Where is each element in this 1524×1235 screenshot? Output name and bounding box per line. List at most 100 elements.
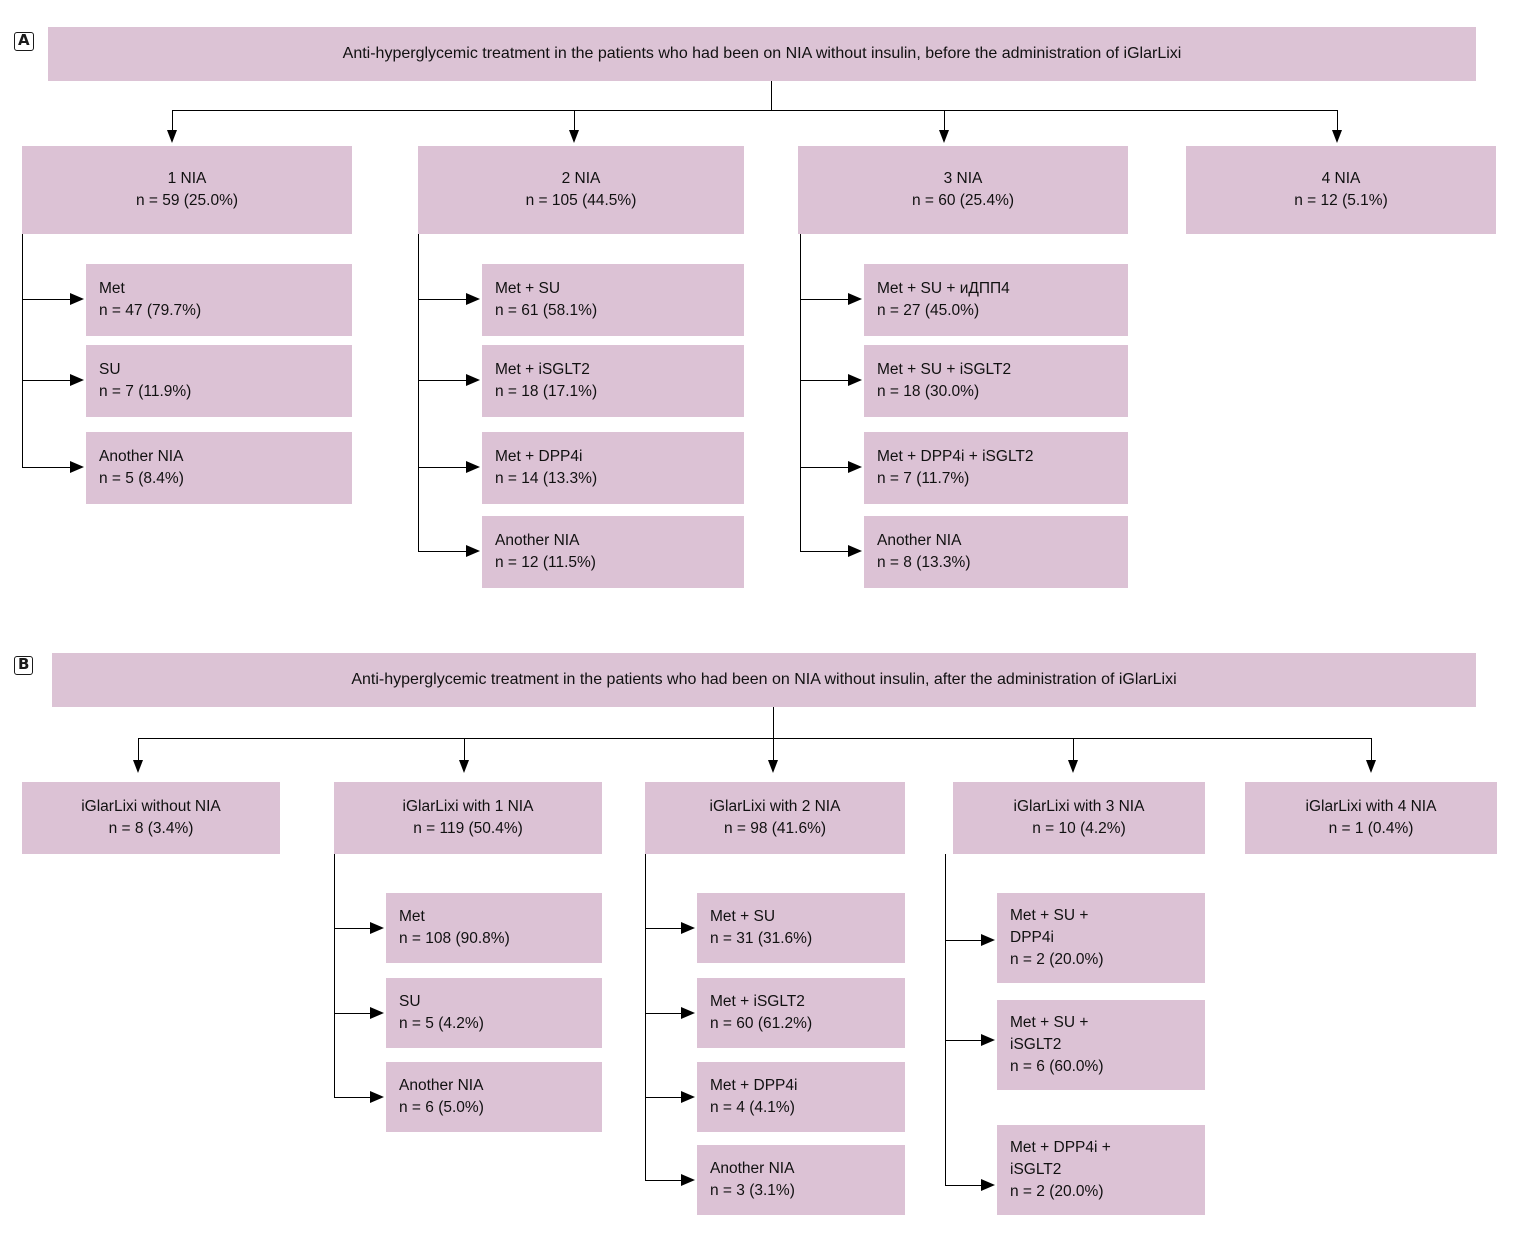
arrow-right-icon-b2-1 [370,922,384,934]
arrow-down-icon-b4 [1068,760,1078,773]
leaf-count: n = 3 (3.1%) [710,1182,795,1199]
leaf-label: Met + DPP4i + iSGLT2 [877,448,1034,465]
panel-letter-b: B [14,652,34,675]
arrow-right-icon-a3-1 [848,293,862,305]
arrow-right-icon-b2-3 [370,1091,384,1103]
connector-b-bus [138,738,1372,740]
leaf-count: n = 6 (5.0%) [399,1099,484,1116]
arrow-right-icon-b3-1 [681,922,695,934]
group-count: n = 105 (44.5%) [525,192,637,209]
panel-a-leaf-a3-4: Another NIA n = 8 (13.3%) [864,516,1128,588]
arrow-right-icon-b2-2 [370,1007,384,1019]
arrow-right-icon-b4-3 [981,1179,995,1191]
arrow-down-icon-b2 [459,760,469,773]
leaf-count: n = 2 (20.0%) [1010,1183,1104,1200]
panel-b-header-box: Anti-hyperglycemic treatment in the pati… [52,653,1476,707]
panel-b-group-without-nia: iGlarLixi without NIA n = 8 (3.4%) [22,782,280,854]
panel-a-header-box: Anti-hyperglycemic treatment in the pati… [48,27,1476,81]
panel-a-group-1-nia: 1 NIA n = 59 (25.0%) [22,146,352,234]
arrow-right-icon-a2-2 [466,374,480,386]
panel-b-leaf-b3-4: Another NIA n = 3 (3.1%) [697,1145,905,1215]
leaf-label: Met + SU + iSGLT2 [877,361,1012,378]
arrow-down-icon-a1 [167,130,177,143]
leaf-label: SU [99,361,121,378]
panel-a-leaf-a1-1: Met n = 47 (79.7%) [86,264,352,336]
panel-b-leaf-b3-2: Met + iSGLT2 n = 60 (61.2%) [697,978,905,1048]
leaf-count: n = 18 (17.1%) [495,383,598,400]
panel-b-group-4-nia: iGlarLixi with 4 NIA n = 1 (0.4%) [1245,782,1497,854]
leaf-label: SU [399,993,421,1010]
connector-b4-branch-2 [945,1040,985,1042]
leaf-label: Met + iSGLT2 [495,361,590,378]
connector-a1-branch-2 [22,380,74,382]
connector-a2-branch-1 [418,299,470,301]
leaf-label: Met + SU [495,280,561,297]
arrow-right-icon-b4-2 [981,1034,995,1046]
connector-b4-branch-1 [945,940,985,942]
group-count: n = 1 (0.4%) [1328,820,1414,837]
panel-letter-a-label: A [14,32,34,51]
arrow-right-icon-a3-4 [848,545,862,557]
group-title: 1 NIA [167,170,207,187]
group-count: n = 119 (50.4%) [413,820,523,837]
leaf-label: Met + iSGLT2 [710,993,805,1010]
connector-b2-branch-2 [334,1013,374,1015]
group-title: iGlarLixi with 1 NIA [402,798,534,815]
leaf-count: n = 31 (31.6%) [710,930,813,947]
group-count: n = 8 (3.4%) [108,820,194,837]
leaf-label: Met [99,280,125,297]
panel-b-header-text: Anti-hyperglycemic treatment in the pati… [351,670,1177,688]
panel-a-leaf-a2-4: Another NIA n = 12 (11.5%) [482,516,744,588]
connector-b3-branch-3 [645,1097,685,1099]
connector-b3-spine [645,854,647,1181]
panel-a-group-2-nia: 2 NIA n = 105 (44.5%) [418,146,744,234]
panel-a-leaf-a3-2: Met + SU + iSGLT2 n = 18 (30.0%) [864,345,1128,417]
leaf-count: n = 2 (20.0%) [1010,951,1104,968]
connector-a1-spine [22,234,24,468]
connector-a1-branch-3 [22,467,74,469]
arrow-right-icon-a2-4 [466,545,480,557]
group-count: n = 10 (4.2%) [1032,820,1126,837]
panel-letter-b-label: B [14,656,34,675]
connector-b4-spine [945,854,947,1186]
panel-a-leaf-a3-1: Met + SU + иДПП4 n = 27 (45.0%) [864,264,1128,336]
arrow-right-icon-b3-4 [681,1174,695,1186]
panel-b-group-3-nia: iGlarLixi with 3 NIA n = 10 (4.2%) [953,782,1205,854]
panel-b-leaf-b4-3: Met + DPP4i + iSGLT2 n = 2 (20.0%) [997,1125,1205,1215]
connector-a3-branch-3 [800,467,852,469]
leaf-count: n = 12 (11.5%) [495,554,596,571]
leaf-label: Another NIA [495,532,580,549]
group-count: n = 60 (25.4%) [911,192,1015,209]
panel-a-leaf-a1-3: Another NIA n = 5 (8.4%) [86,432,352,504]
panel-b-leaf-b2-2: SU n = 5 (4.2%) [386,978,602,1048]
arrow-right-icon-b4-1 [981,934,995,946]
panel-a-leaf-a2-2: Met + iSGLT2 n = 18 (17.1%) [482,345,744,417]
connector-b2-spine [334,854,336,1098]
panel-a-group-4-nia: 4 NIA n = 12 (5.1%) [1186,146,1496,234]
arrow-right-icon-a2-1 [466,293,480,305]
connector-a1-branch-1 [22,299,74,301]
arrow-right-icon-a1-3 [70,461,84,473]
panel-a-header-text: Anti-hyperglycemic treatment in the pati… [342,44,1182,62]
connector-a2-branch-4 [418,551,470,553]
leaf-label: Met + DPP4i [710,1077,798,1094]
arrow-down-icon-a3 [939,130,949,143]
leaf-count: n = 27 (45.0%) [877,302,980,319]
arrow-right-icon-b3-3 [681,1091,695,1103]
connector-a-drop-4 [1337,110,1339,132]
connector-a2-branch-3 [418,467,470,469]
connector-a2-branch-2 [418,380,470,382]
panel-a-leaf-a3-3: Met + DPP4i + iSGLT2 n = 7 (11.7%) [864,432,1128,504]
arrow-right-icon-a1-2 [70,374,84,386]
arrow-right-icon-a2-3 [466,461,480,473]
leaf-count: n = 4 (4.1%) [710,1099,795,1116]
group-count: n = 12 (5.1%) [1294,192,1388,209]
connector-b2-branch-3 [334,1097,374,1099]
leaf-count: n = 60 (61.2%) [710,1015,813,1032]
leaf-label: Met + DPP4i [495,448,583,465]
group-title: iGlarLixi with 4 NIA [1305,798,1437,815]
arrow-down-icon-b5 [1366,760,1376,773]
panel-a-leaf-a1-2: SU n = 7 (11.9%) [86,345,352,417]
connector-b3-branch-1 [645,928,685,930]
leaf-label: Another NIA [99,448,184,465]
